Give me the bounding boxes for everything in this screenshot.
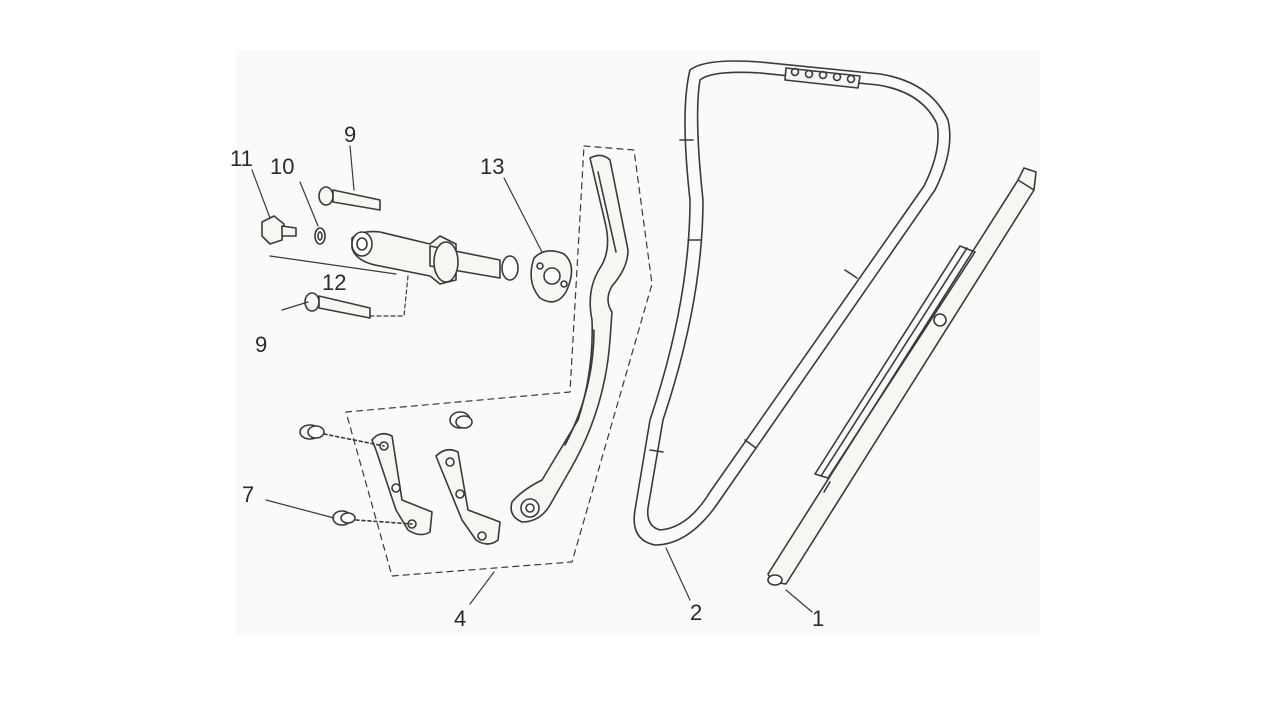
bolt-top — [318, 186, 381, 211]
tensioner-body — [351, 230, 519, 285]
group-line-12 — [269, 255, 397, 275]
bolt-bottom — [304, 292, 371, 319]
callout-9-top: 9 — [344, 122, 357, 147]
callout-10: 10 — [270, 154, 295, 179]
callout-2: 2 — [690, 600, 703, 625]
callout-9-bottom: 9 — [255, 332, 268, 357]
assembly-group-outline — [345, 145, 653, 577]
tensioner-guide-arm — [510, 154, 629, 523]
washer — [314, 227, 326, 245]
callout-13: 13 — [480, 154, 505, 179]
leader-lines — [251, 145, 813, 613]
plug-bolt — [261, 215, 297, 245]
callout-12: 12 — [322, 270, 347, 295]
group-connector-12 — [403, 275, 409, 317]
gasket — [530, 250, 573, 303]
mounting-brackets — [299, 411, 501, 545]
callout-7: 7 — [242, 482, 255, 507]
callout-1: 1 — [812, 606, 825, 631]
callout-4: 4 — [454, 606, 467, 631]
timing-chain — [633, 60, 951, 546]
callout-11: 11 — [230, 146, 253, 171]
chain-guide-rail — [767, 167, 1037, 586]
